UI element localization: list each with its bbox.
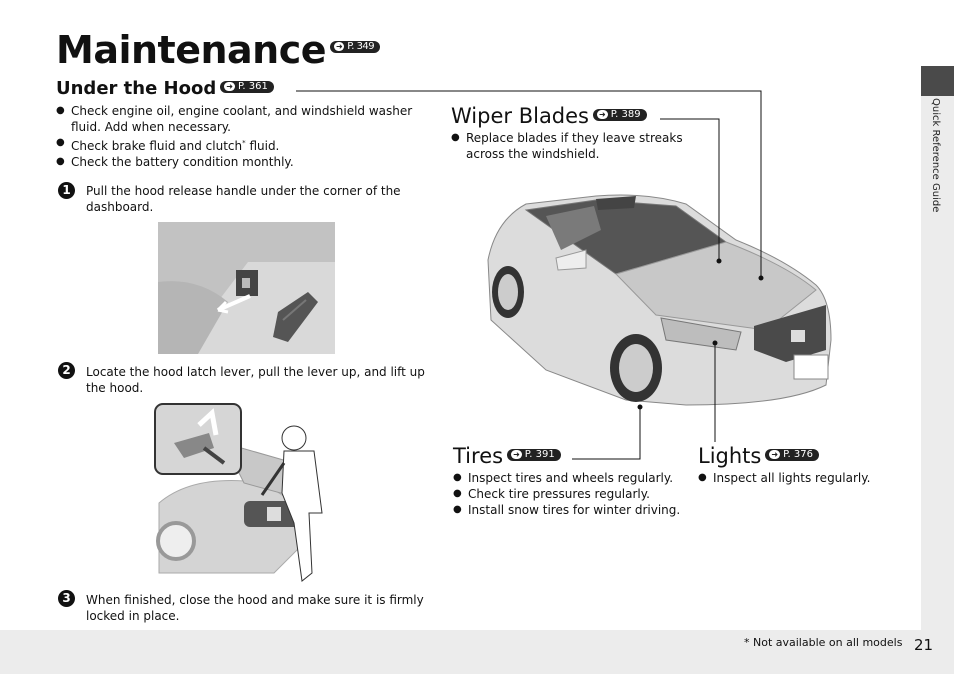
ref-arrow-icon: ➜ [511, 450, 522, 459]
step-2-text: Locate the hood latch lever, pull the le… [86, 365, 425, 395]
tires-heading: Tires➜P. 391 [453, 443, 561, 469]
list-item: Check engine oil, engine coolant, and wi… [56, 103, 426, 135]
under-hood-heading: Under the Hood➜P. 361 [56, 78, 274, 100]
step-1-number: 1 [58, 182, 75, 199]
list-item: Check the battery condition monthly. [56, 154, 426, 170]
step-3-number: 3 [58, 590, 75, 607]
list-item: Install snow tires for winter driving. [453, 502, 683, 518]
wiper-blades-bullets: Replace blades if they leave streaks acr… [451, 130, 691, 162]
lights-bullets: Inspect all lights regularly. [698, 470, 898, 486]
ref-arrow-icon: ➜ [769, 450, 781, 459]
sidebar-tab[interactable] [921, 66, 954, 96]
list-item: Inspect tires and wheels regularly. [453, 470, 683, 486]
step-1-text: Pull the hood release handle under the c… [86, 184, 401, 214]
footnote: * Not available on all models [744, 636, 903, 649]
page-title: Maintenance➜P. 349 [56, 24, 381, 76]
step-3-text: When finished, close the hood and make s… [86, 593, 424, 623]
page-footer [0, 630, 954, 674]
tires-ref-link[interactable]: ➜P. 391 [507, 449, 561, 461]
list-item: Inspect all lights regularly. [698, 470, 898, 486]
page-number: 21 [914, 636, 934, 654]
lights-heading: Lights➜P. 376 [698, 443, 819, 469]
list-item: Check tire pressures regularly. [453, 486, 683, 502]
under-hood-bullets: Check engine oil, engine coolant, and wi… [56, 103, 426, 170]
list-item: Replace blades if they leave streaks acr… [451, 130, 691, 162]
step-2-number: 2 [58, 362, 75, 379]
lights-ref-link[interactable]: ➜P. 376 [765, 449, 819, 461]
sidebar-label: Quick Reference Guide [930, 98, 941, 213]
hood-latch-illustration [154, 403, 344, 583]
hood-release-photo [158, 222, 335, 354]
sidebar-strip [921, 66, 954, 636]
list-item: Check brake fluid and clutch* fluid. [56, 135, 426, 154]
ref-arrow-icon: ➜ [224, 82, 235, 91]
ref-arrow-icon: ➜ [597, 110, 608, 119]
page-title-text: Maintenance [56, 28, 327, 72]
wiper-blades-ref-link[interactable]: ➜P. 389 [593, 109, 647, 121]
wiper-blades-heading: Wiper Blades➜P. 389 [451, 103, 647, 129]
ref-arrow-icon: ➜ [334, 41, 345, 51]
car-illustration [486, 190, 842, 410]
under-hood-ref-link[interactable]: ➜P. 361 [220, 81, 274, 93]
tires-bullets: Inspect tires and wheels regularly. Chec… [453, 470, 683, 518]
page-ref-link[interactable]: ➜P. 349 [330, 40, 381, 53]
